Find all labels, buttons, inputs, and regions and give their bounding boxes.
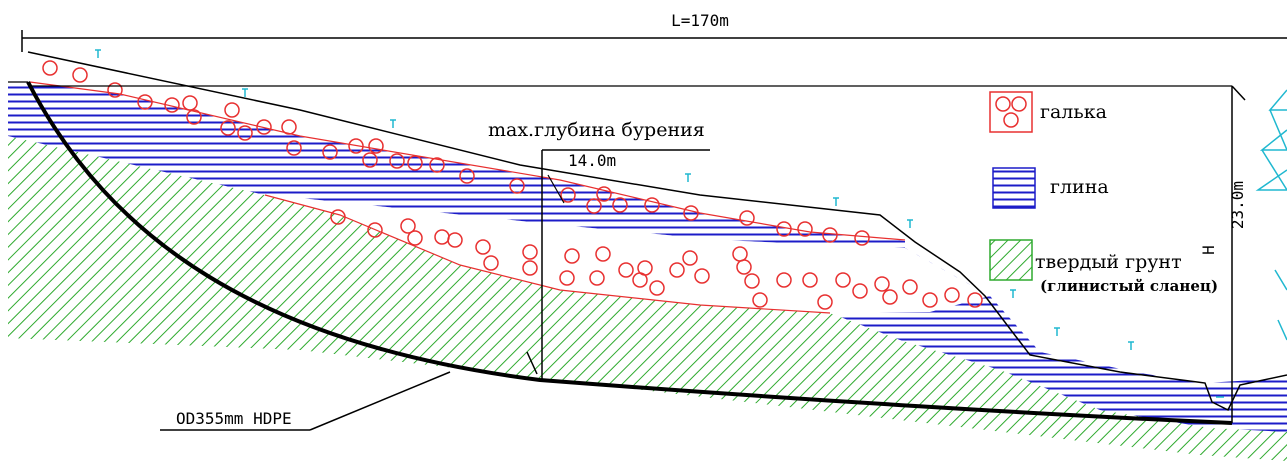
- rock-layer: [8, 136, 1287, 461]
- length-dimension: [21, 30, 1287, 423]
- pebble-icon: [995, 96, 1027, 128]
- drilling-depth-value: 14.0m: [568, 151, 616, 170]
- legend: галька глина твердый грунт (глинистый сл…: [989, 91, 1218, 295]
- legend-sublabel-rock: (глинистый сланец): [1040, 277, 1218, 295]
- legend-label-pebble: галька: [1040, 101, 1107, 123]
- tower-icon: [1255, 89, 1287, 341]
- depth-leader: [547, 174, 565, 204]
- legend-swatch-pebble: [989, 91, 1033, 133]
- pebble-layer-middle: [265, 195, 990, 313]
- survey-markers: [95, 49, 1134, 350]
- pebble-circles: [42, 60, 983, 310]
- legend-swatch-rock: [989, 239, 1033, 281]
- height-value: 23.0m: [1228, 181, 1247, 229]
- max-depth-marker: [526, 149, 710, 381]
- drilling-depth-label: max.глубина бурения: [488, 119, 705, 141]
- ground-surface: [27, 51, 1287, 412]
- height-symbol: H: [1199, 245, 1218, 255]
- boundary-line: [264, 194, 831, 314]
- length-label: L=170m: [671, 11, 729, 30]
- drilling-path: [26, 81, 1233, 425]
- pipe-leader: [160, 371, 451, 431]
- legend-swatch-clay: [992, 167, 1036, 209]
- legend-label-rock: твердый грунт: [1035, 251, 1182, 273]
- clay-layer-upper: [8, 82, 905, 248]
- legend-label-clay: глина: [1050, 176, 1109, 198]
- pipe-label: OD355mm HDPE: [176, 409, 292, 428]
